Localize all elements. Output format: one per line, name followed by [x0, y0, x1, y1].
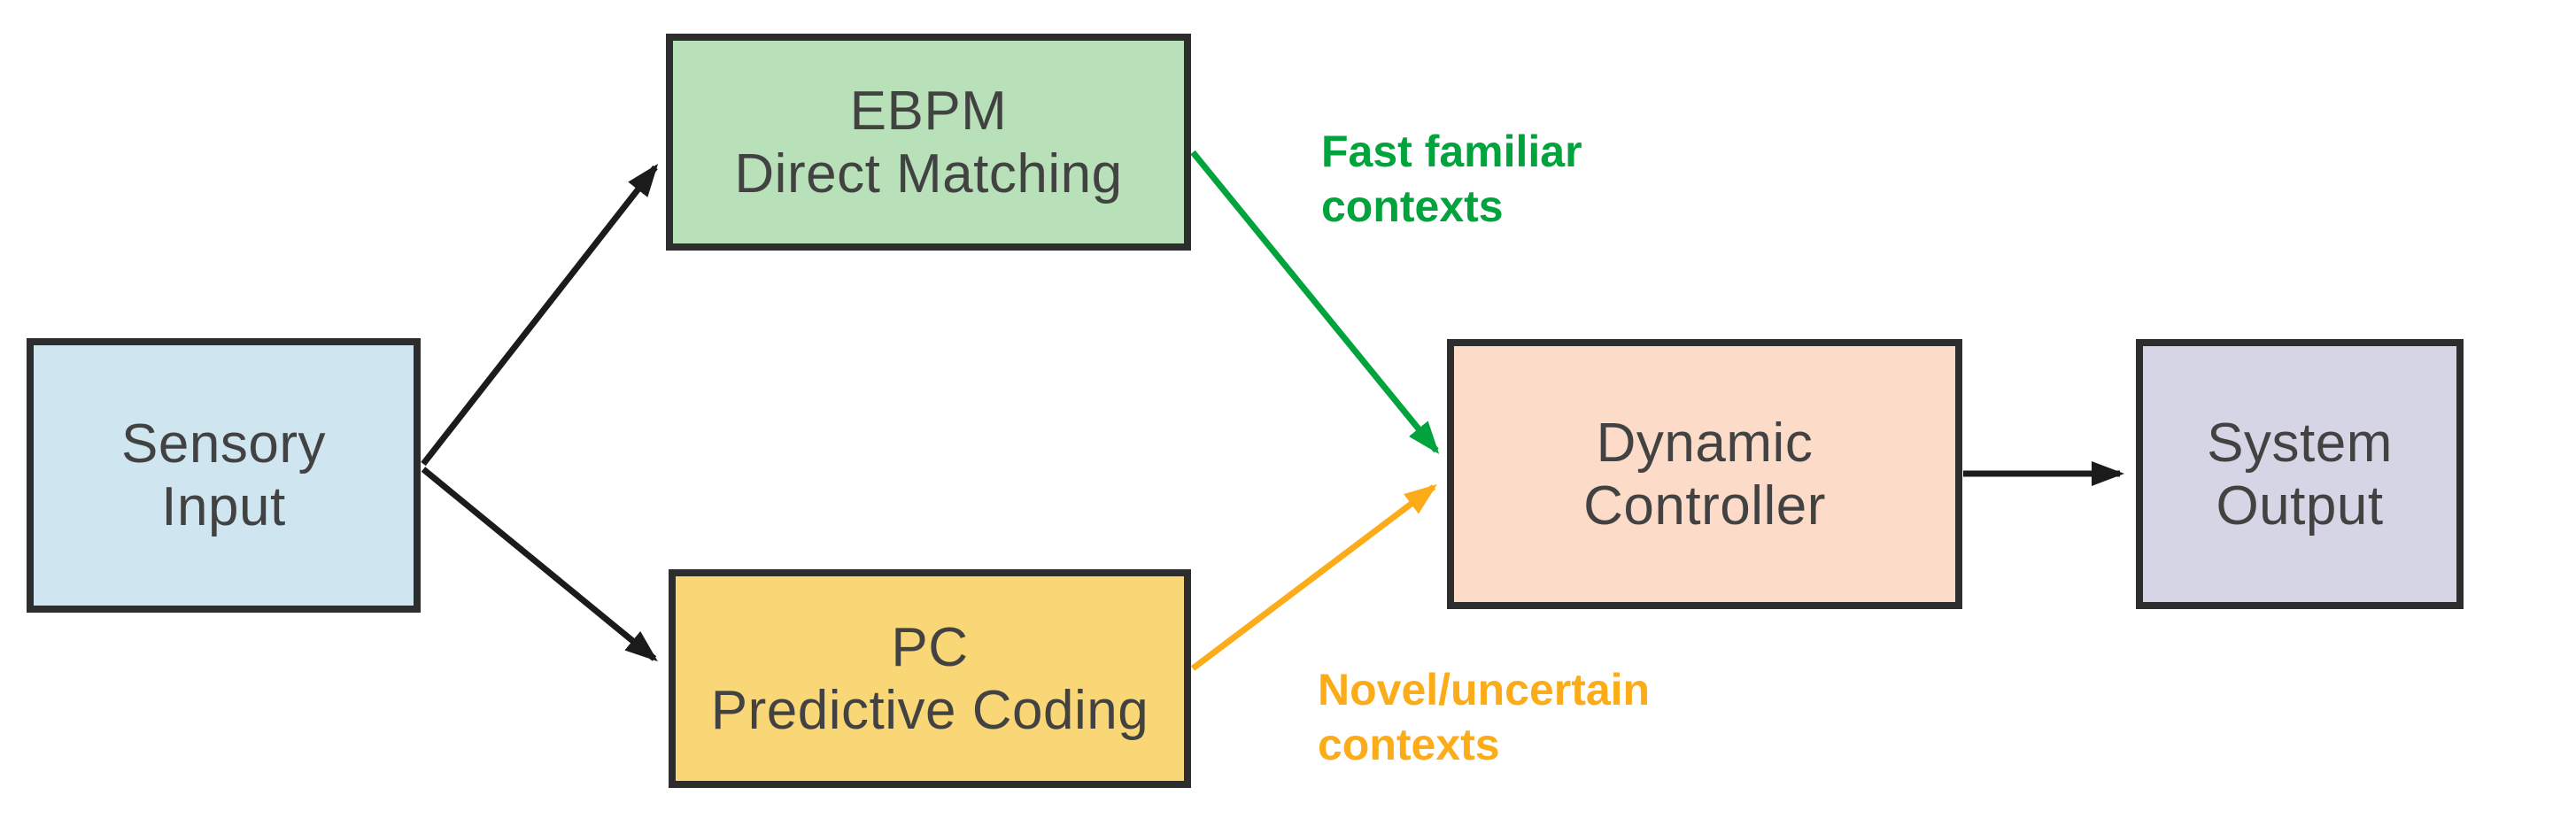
edge-label-fast-familiar-contexts: Fast familiar contexts — [1321, 124, 1582, 234]
node-ebpm-direct-matching: EBPM Direct Matching — [666, 34, 1191, 251]
node-label-line: Direct Matching — [734, 143, 1123, 205]
node-label-line: Dynamic — [1596, 412, 1814, 474]
node-controller-label: Dynamic Controller — [1583, 412, 1826, 537]
node-pc-label: PC Predictive Coding — [711, 616, 1149, 742]
node-label-line: PC — [891, 616, 969, 678]
node-label-line: Output — [2216, 475, 2384, 537]
edge-label-line: Novel/uncertain — [1318, 665, 1651, 714]
node-dynamic-controller: Dynamic Controller — [1447, 339, 1962, 609]
node-label-line: Sensory — [121, 413, 326, 475]
edge-input-to-ebpm — [421, 164, 659, 467]
node-label-line: EBPM — [849, 80, 1008, 142]
edge-pc-to-controller — [1190, 483, 1437, 671]
node-sensory-input-label: Sensory Input — [121, 413, 326, 538]
edge-label-line: contexts — [1318, 720, 1500, 769]
edge-label-line: Fast familiar — [1321, 127, 1582, 176]
node-sensory-input: Sensory Input — [27, 338, 421, 613]
node-label-line: Predictive Coding — [710, 679, 1149, 741]
node-label-line: System — [2207, 412, 2393, 474]
node-pc-predictive-coding: PC Predictive Coding — [669, 569, 1191, 788]
node-label-line: Input — [161, 476, 286, 537]
node-system-output: System Output — [2136, 339, 2464, 609]
edge-label-novel-uncertain-contexts: Novel/uncertain contexts — [1318, 662, 1650, 772]
node-label-line: Controller — [1583, 475, 1826, 537]
node-output-label: System Output — [2207, 412, 2393, 537]
node-ebpm-label: EBPM Direct Matching — [734, 80, 1122, 205]
edge-label-line: contexts — [1321, 181, 1504, 231]
edge-input-to-pc — [421, 467, 658, 662]
